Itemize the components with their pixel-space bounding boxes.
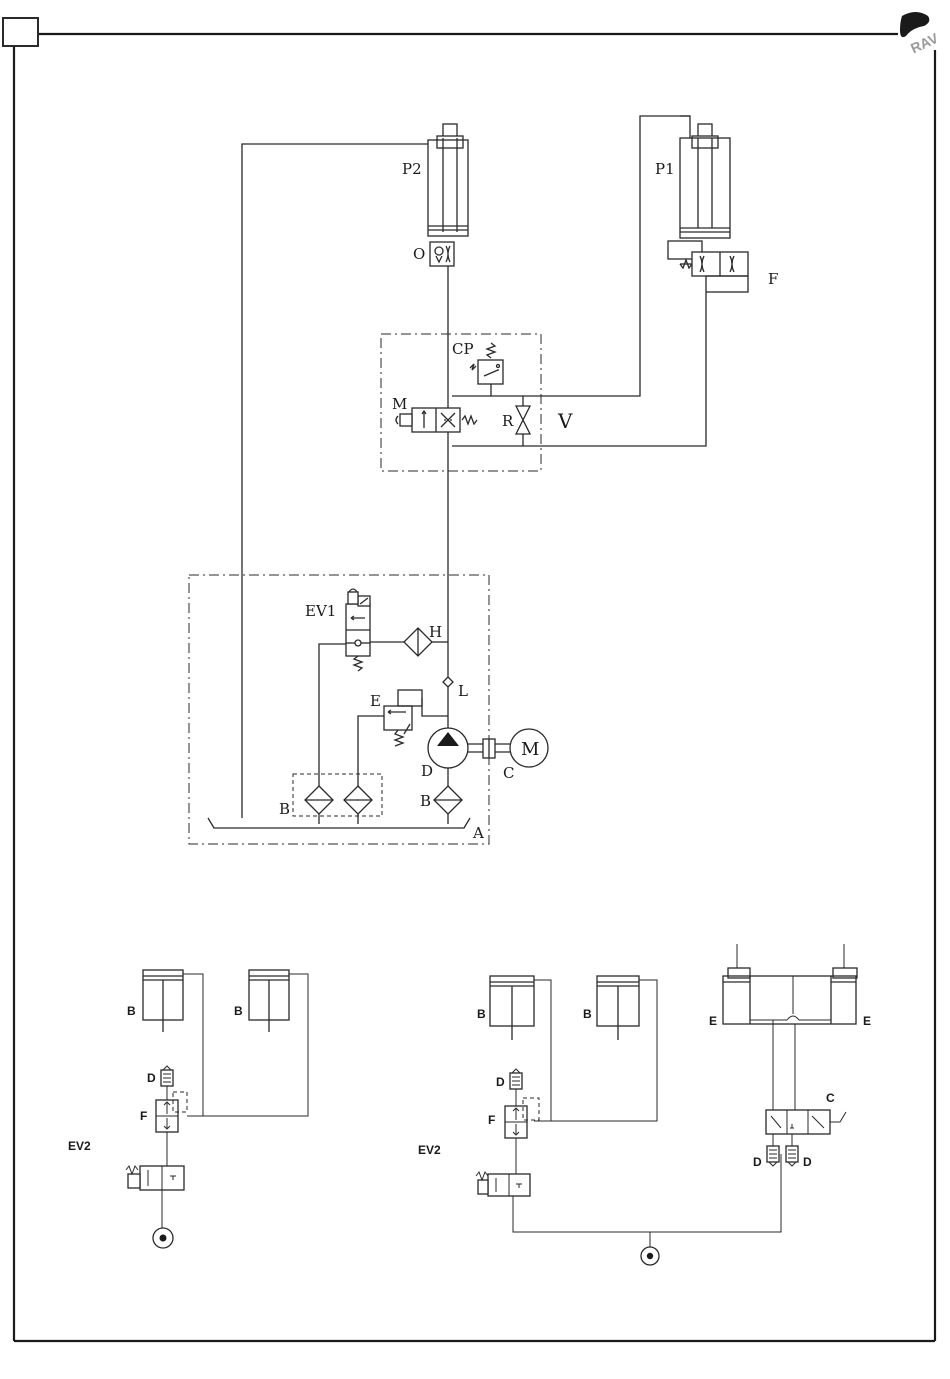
ll-label-d: D [147, 1071, 156, 1085]
logo-text: RAV [908, 30, 941, 57]
label-e: E [370, 692, 381, 710]
label-b-left: B [279, 800, 290, 818]
label-c: C [503, 764, 514, 782]
pipe-lines [242, 116, 706, 818]
valve-block-v: CP M R V [381, 334, 573, 471]
label-ev1: EV1 [305, 602, 336, 620]
valve-o: O [413, 242, 454, 266]
page-frame [3, 18, 935, 1341]
valve-f: F [668, 241, 778, 292]
label-h: H [429, 623, 442, 641]
ll-label-f: F [140, 1109, 147, 1123]
ll-label-b1: B [127, 1004, 136, 1018]
cylinder-p2: P2 [402, 124, 468, 236]
lr-label-ev2: EV2 [418, 1143, 441, 1157]
cylinder-p1: P1 [655, 124, 730, 238]
lr-label-e2: E [863, 1014, 871, 1028]
label-d: D [421, 762, 433, 780]
lower-left-diagram: B B D F EV2 [68, 970, 308, 1248]
lr-label-e1: E [709, 1014, 717, 1028]
label-o: O [413, 245, 425, 263]
power-unit-a: A EV1 H L E D [189, 575, 548, 844]
label-motor: M [521, 739, 539, 760]
lr-label-b2: B [583, 1007, 592, 1021]
label-cp: CP [452, 340, 474, 358]
brand-logo: RAV [900, 12, 941, 56]
label-b-right: B [420, 792, 431, 810]
label-r: R [502, 412, 514, 430]
label-p2: P2 [402, 160, 422, 178]
ll-label-b2: B [234, 1004, 243, 1018]
lower-right-diagram: B B D F EV2 [418, 944, 871, 1265]
lr-label-d: D [496, 1075, 505, 1089]
label-a: A [472, 824, 484, 842]
label-v: V [557, 409, 573, 433]
label-p1: P1 [655, 160, 675, 178]
label-f: F [768, 270, 778, 288]
label-m: M [392, 395, 407, 413]
lr-label-d2: D [803, 1155, 812, 1169]
lr-label-c: C [826, 1091, 835, 1105]
lr-label-d1: D [753, 1155, 762, 1169]
lr-label-f: F [488, 1113, 495, 1127]
ll-label-ev2: EV2 [68, 1139, 91, 1153]
lr-label-b1: B [477, 1007, 486, 1021]
label-l: L [458, 682, 468, 700]
